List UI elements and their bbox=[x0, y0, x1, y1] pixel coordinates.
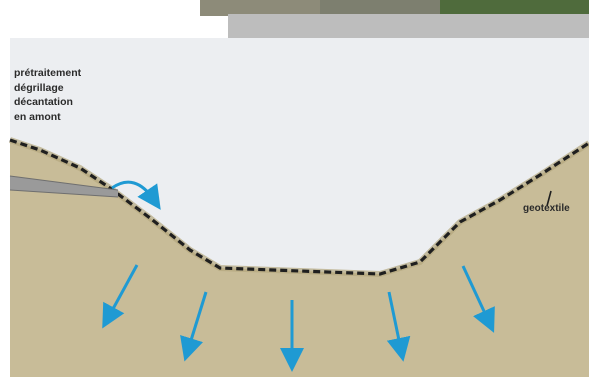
pretreatment-line: en amont bbox=[14, 110, 81, 125]
pretreatment-line: dégrillage bbox=[14, 81, 81, 96]
grey-banner bbox=[228, 14, 589, 38]
pretreatment-line: décantation bbox=[14, 95, 81, 110]
geotextile-label: geotextile bbox=[523, 203, 570, 214]
pretreatment-label: prétraitement dégrillage décantation en … bbox=[14, 66, 81, 124]
pretreatment-line: prétraitement bbox=[14, 66, 81, 81]
photo-strip bbox=[200, 0, 589, 38]
